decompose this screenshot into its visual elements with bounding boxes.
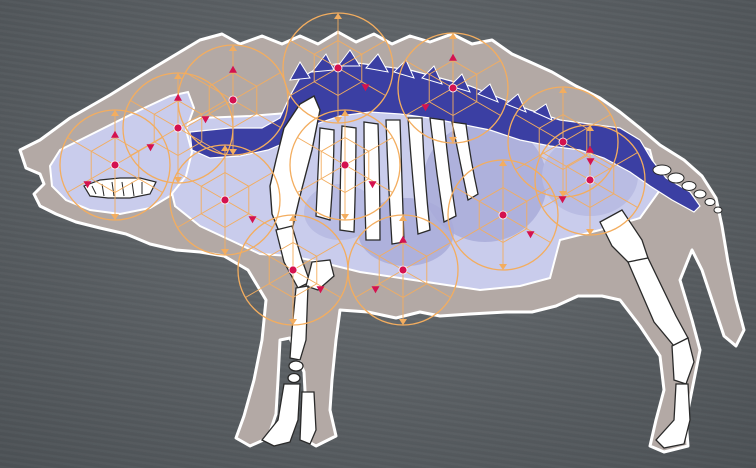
grid-arrowhead (399, 319, 407, 325)
node-dot (221, 196, 229, 204)
node-dot (559, 138, 567, 146)
node-dot (586, 176, 594, 184)
node-dot (449, 84, 457, 92)
node-dot (334, 64, 342, 72)
node-dot (341, 161, 349, 169)
node-dot (499, 211, 507, 219)
node-dot (229, 96, 237, 104)
node-dot (399, 266, 407, 274)
node-dot (174, 124, 182, 132)
grid-arrowhead (334, 13, 342, 19)
node-dot (289, 266, 297, 274)
node-dot (111, 161, 119, 169)
